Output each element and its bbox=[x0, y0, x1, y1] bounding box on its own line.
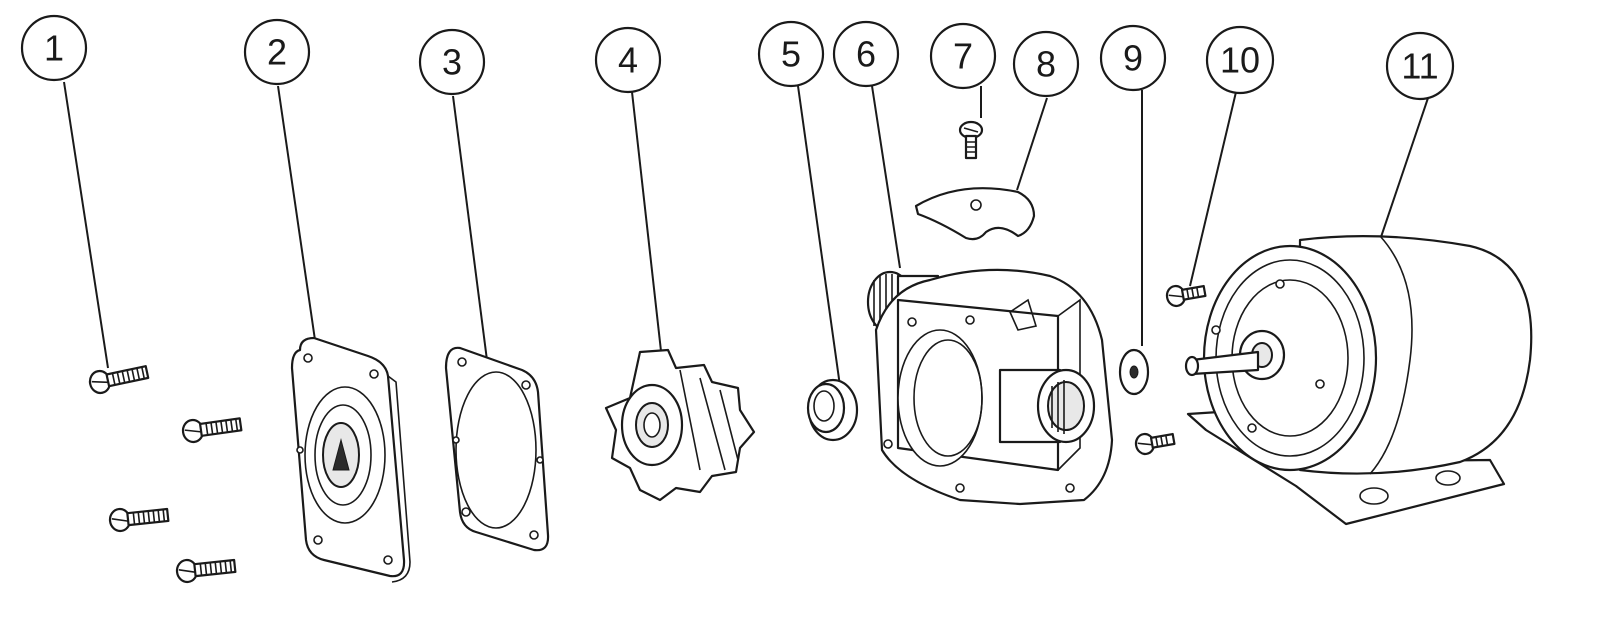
screw-icon bbox=[1134, 432, 1176, 456]
washer-part-9 bbox=[1118, 348, 1150, 396]
cam-part-8 bbox=[914, 187, 1036, 241]
screw-icon bbox=[175, 558, 237, 584]
callout-7: 7 bbox=[929, 22, 997, 90]
callout-label: 11 bbox=[1401, 46, 1438, 87]
leader-6 bbox=[871, 85, 901, 269]
callout-label: 7 bbox=[953, 36, 973, 77]
pump-body-part-6 bbox=[866, 268, 1114, 506]
callout-label: 8 bbox=[1036, 44, 1056, 85]
leader-11 bbox=[1379, 97, 1429, 241]
callout-1: 1 bbox=[20, 14, 88, 82]
leader-4 bbox=[631, 91, 663, 361]
seal-part-5 bbox=[806, 378, 859, 442]
small-screw-part-7 bbox=[958, 120, 984, 160]
callout-label: 5 bbox=[781, 34, 801, 75]
motor-screws-part-10 bbox=[1134, 284, 1207, 456]
callout-6: 6 bbox=[832, 20, 900, 88]
impeller-part-4 bbox=[604, 348, 756, 502]
callout-2: 2 bbox=[243, 18, 311, 86]
callout-9: 9 bbox=[1099, 24, 1167, 92]
leader-1 bbox=[63, 81, 109, 369]
motor-part-11 bbox=[1184, 235, 1533, 526]
callout-8: 8 bbox=[1012, 30, 1080, 98]
callout-10: 10 bbox=[1205, 25, 1275, 95]
callout-label: 6 bbox=[856, 34, 876, 75]
screw-icon bbox=[1165, 284, 1207, 308]
screw-icon bbox=[108, 507, 170, 533]
leader-5 bbox=[797, 85, 841, 387]
callout-label: 10 bbox=[1220, 40, 1260, 81]
leader-lines bbox=[63, 81, 1429, 387]
leader-8 bbox=[1016, 97, 1048, 191]
callout-11: 11 bbox=[1385, 31, 1455, 101]
callout-3: 3 bbox=[418, 28, 486, 96]
end-cover-part-2 bbox=[290, 336, 411, 583]
callout-5: 5 bbox=[757, 20, 825, 88]
screw-set-part-1 bbox=[88, 365, 243, 584]
leader-10 bbox=[1189, 91, 1237, 287]
callout-4: 4 bbox=[594, 26, 662, 94]
callout-label: 3 bbox=[442, 42, 462, 83]
callout-label: 4 bbox=[618, 40, 638, 81]
callout-label: 1 bbox=[44, 28, 64, 69]
screw-icon bbox=[88, 365, 150, 395]
gasket-part-3 bbox=[444, 346, 550, 552]
leader-2 bbox=[277, 85, 316, 341]
callout-label: 2 bbox=[267, 32, 287, 73]
callout-label: 9 bbox=[1123, 38, 1143, 79]
leader-3 bbox=[452, 95, 489, 369]
screw-icon bbox=[181, 417, 243, 444]
